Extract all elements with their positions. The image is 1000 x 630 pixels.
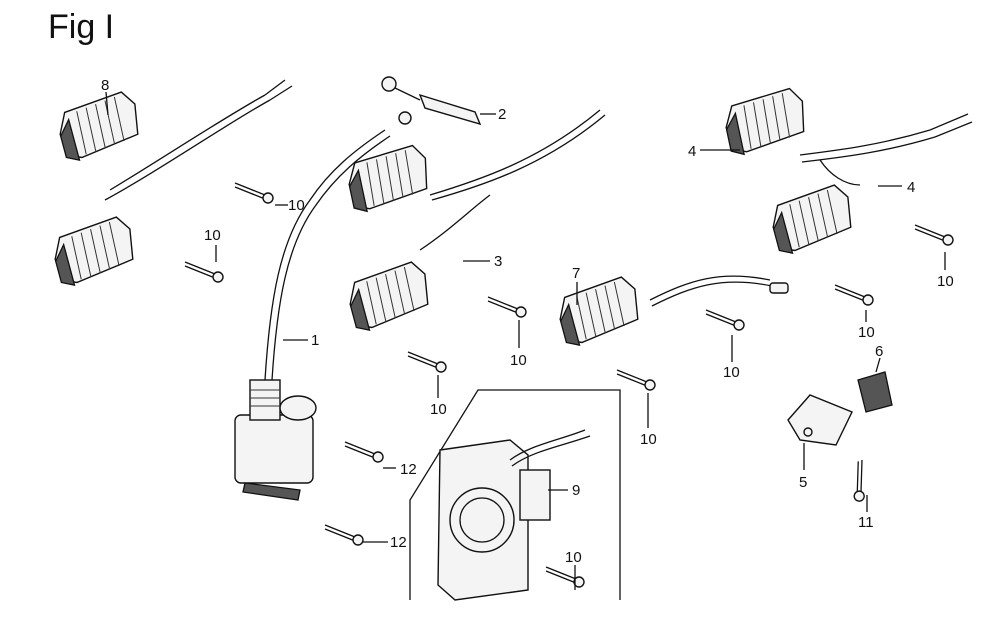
callout-1: 1 [311, 332, 319, 349]
callout-10-d: 10 [430, 401, 447, 418]
callout-7: 7 [572, 265, 580, 282]
figure-title: Fig I [48, 8, 115, 46]
callout-5: 5 [799, 474, 807, 491]
callout-3: 3 [494, 253, 502, 270]
grommet-6 [857, 371, 893, 413]
coil-assembly-8 [48, 79, 293, 289]
bracket-5 [787, 394, 853, 446]
callout-10-h: 10 [858, 324, 875, 341]
callout-10-c: 10 [510, 352, 527, 369]
bolts [184, 182, 954, 588]
ignition-coil-1 [234, 129, 391, 501]
callout-8: 8 [101, 77, 109, 94]
callout-6: 6 [875, 343, 883, 360]
coil-assembly-4 [720, 85, 973, 257]
plug-cap-2 [381, 76, 482, 126]
callout-12-a: 12 [400, 461, 417, 478]
callout-4-lower: 4 [907, 179, 915, 196]
callout-12-b: 12 [390, 534, 407, 551]
coil-assembly-3 [343, 109, 606, 334]
callout-11: 11 [858, 514, 874, 531]
leader-lines [105, 91, 946, 590]
callout-9: 9 [572, 482, 580, 499]
callout-2: 2 [498, 106, 506, 123]
callout-10-e: 10 [723, 364, 740, 381]
callout-10-f: 10 [640, 431, 657, 448]
callout-10-i: 10 [565, 549, 582, 566]
stator-inset-9 [409, 389, 621, 601]
callout-4-top: 4 [688, 143, 696, 160]
callout-10-b: 10 [204, 227, 221, 244]
coil-assembly-7 [553, 273, 789, 349]
callout-10-g: 10 [937, 273, 954, 290]
callout-10-a: 10 [288, 197, 305, 214]
